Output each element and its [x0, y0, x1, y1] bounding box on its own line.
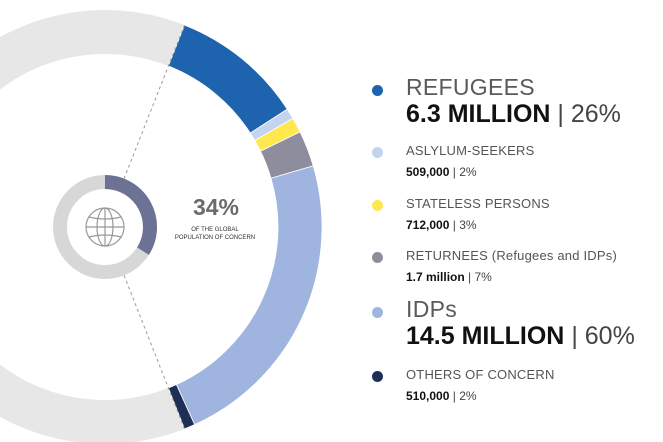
legend-label-idps: IDPs: [406, 296, 458, 322]
legend-label-others: OTHERS OF CONCERN: [406, 367, 555, 382]
center-caption: OF THE GLOBAL POPULATION OF CONCERN: [174, 227, 256, 241]
legend-value-others: 510,000 | 2%: [406, 389, 477, 403]
legend-label-asylum: ASLYLUM-SEEKERS: [406, 143, 535, 158]
inner-ring-segment: [104, 175, 157, 255]
legend-dot-stateless: [372, 200, 383, 211]
legend-dot-refugees: [372, 85, 383, 96]
legend-value-refugees: 6.3 MILLION | 26%: [406, 100, 621, 128]
legend-value-idps: 14.5 MILLION | 60%: [406, 322, 635, 350]
legend-dot-idps: [372, 307, 383, 318]
legend-value-returnees: 1.7 million | 7%: [406, 270, 492, 284]
legend-dot-asylum: [372, 147, 383, 158]
legend-value-asylum: 509,000 | 2%: [406, 165, 477, 179]
legend-label-refugees: REFUGEES: [406, 74, 535, 100]
segment-refugees: [167, 24, 288, 134]
globe-icon: [85, 207, 125, 247]
legend-dot-others: [372, 371, 383, 382]
legend-label-stateless: STATELESS PERSONS: [406, 196, 550, 211]
legend-value-stateless: 712,000 | 3%: [406, 218, 477, 232]
center-percentage: 34%: [192, 194, 240, 220]
legend-label-returnees: RETURNEES (Refugees and IDPs): [406, 248, 617, 263]
legend-dot-returnees: [372, 252, 383, 263]
outer-ring-background: [0, 10, 322, 442]
